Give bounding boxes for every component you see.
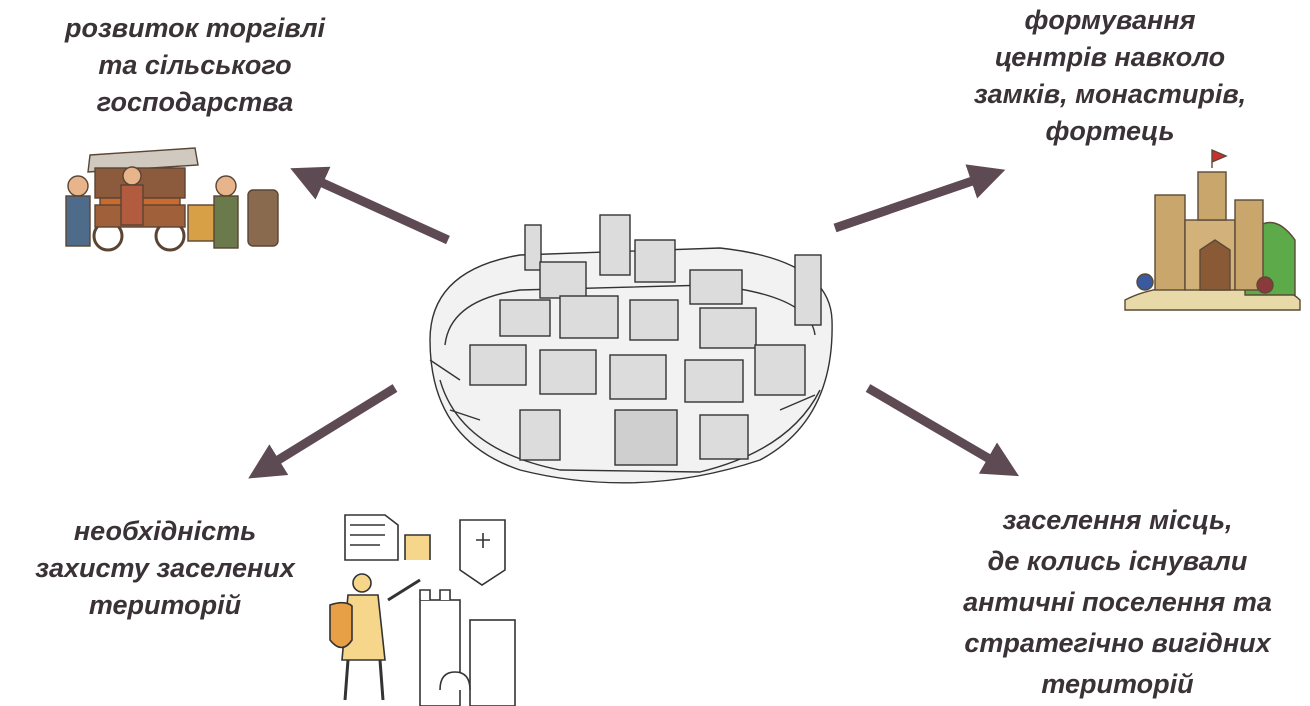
market-stall-illustration xyxy=(65,147,279,252)
node-top-right-line: фортець xyxy=(1045,116,1175,146)
node-bottom-left-line: необхідність xyxy=(73,516,257,546)
node-top-left-line: та сільського xyxy=(98,50,292,80)
node-bottom-left-text: необхідність захисту заселених територій xyxy=(0,513,330,624)
node-bottom-right-line: де колись існували xyxy=(987,546,1248,576)
node-bottom-right-line: заселення місць, xyxy=(1002,505,1233,535)
node-top-left-line: господарства xyxy=(96,87,294,117)
arrow-to-top-left xyxy=(290,166,450,245)
node-bottom-left-line: захисту заселених xyxy=(35,553,295,583)
castle-illustration xyxy=(1124,148,1301,311)
node-top-right-text: формування центрів навколо замків, монас… xyxy=(920,2,1300,150)
node-bottom-right-text: заселення місць, де колись існували анти… xyxy=(930,500,1305,705)
node-top-right-line: центрів навколо xyxy=(994,42,1226,72)
node-top-right-line: замків, монастирів, xyxy=(973,79,1247,109)
arrow-to-top-right xyxy=(833,164,1006,233)
node-top-left-text: розвиток торгівлі та сільського господар… xyxy=(30,10,360,121)
arrow-to-bottom-right xyxy=(865,384,1019,477)
medieval-city-illustration xyxy=(429,214,833,484)
knight-fortress-illustration xyxy=(329,514,516,706)
node-bottom-left-line: територій xyxy=(88,590,242,620)
arrow-to-bottom-left xyxy=(248,384,398,479)
node-bottom-right-line: територій xyxy=(1041,669,1194,699)
node-top-right-line: формування xyxy=(1024,5,1196,35)
node-bottom-right-line: античні поселення та xyxy=(963,587,1272,617)
node-bottom-right-line: стратегічно вигідних xyxy=(964,628,1271,658)
node-top-left-line: розвиток торгівлі xyxy=(64,13,326,43)
